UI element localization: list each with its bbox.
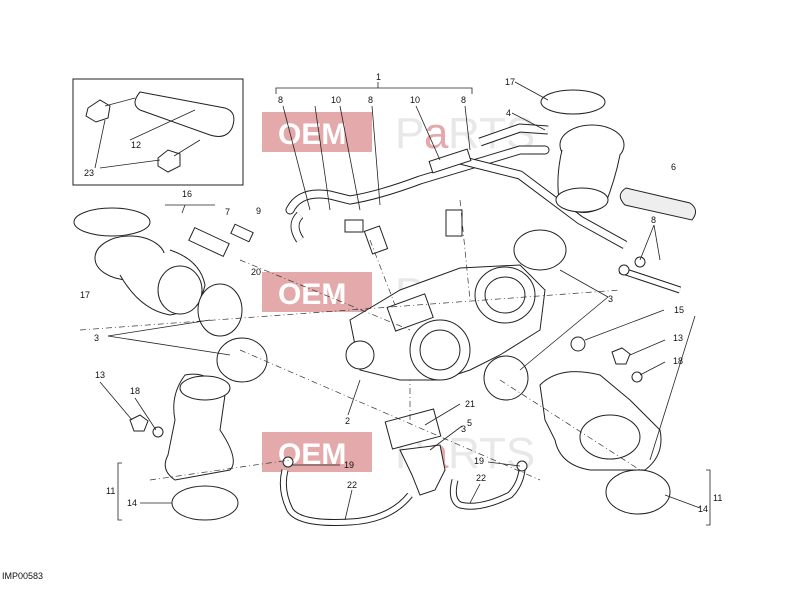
watermark-p: P (395, 109, 424, 158)
callout-10: 10 (331, 95, 341, 105)
watermark-oem: OEM (278, 278, 346, 311)
boot-upper-right (540, 89, 625, 213)
callout-6: 6 (671, 162, 676, 172)
callout-labels: 1 2 3 3 3 4 5 6 7 8 8 8 8 9 10 10 11 11 … (80, 72, 722, 514)
callout-11: 11 (106, 486, 115, 496)
bolt-head-icon (157, 149, 181, 173)
callout-17: 17 (80, 290, 90, 300)
callout-12: 12 (131, 140, 141, 150)
boot-left (73, 207, 254, 316)
callout-5: 5 (467, 418, 472, 428)
callout-8: 8 (651, 215, 656, 225)
callout-8: 8 (461, 95, 466, 105)
watermark-bike: BIKE (377, 448, 387, 470)
callout-16: 16 (182, 189, 192, 199)
throttle-body (345, 264, 546, 381)
callout-18: 18 (673, 356, 683, 366)
callout-13: 13 (95, 370, 105, 380)
callout-14: 14 (698, 504, 708, 514)
hose-clamp-icon (513, 229, 567, 271)
hose-assembly (285, 123, 628, 249)
callout-3: 3 (94, 333, 99, 343)
callout-8: 8 (368, 95, 373, 105)
group-bracket-1 (275, 82, 473, 94)
callout-10: 10 (410, 95, 420, 105)
hose-clamp-icon (483, 355, 529, 401)
callout-4: 4 (506, 108, 511, 118)
callout-18: 18 (130, 386, 140, 396)
callout-3: 3 (461, 424, 466, 434)
hose-tail-right (618, 256, 682, 294)
callout-14: 14 (127, 498, 137, 508)
vacuum-hoses-22 (279, 456, 528, 526)
callout-11: 11 (713, 493, 722, 503)
callout-19: 19 (474, 456, 484, 466)
callout-22: 22 (476, 473, 486, 483)
bolt-icon (611, 347, 631, 365)
watermark-bike: BIKE (377, 288, 387, 310)
callout-22: 22 (347, 480, 357, 490)
callout-3: 3 (608, 294, 613, 304)
inset-box (72, 78, 244, 186)
leader-lines (99, 81, 711, 526)
foam-filter (619, 187, 696, 221)
manifold-right (539, 336, 671, 515)
bolt-head-icon (85, 99, 111, 123)
callout-23: 23 (84, 168, 94, 178)
callout-21: 21 (465, 399, 475, 409)
o-ring-icon (171, 485, 239, 521)
callout-9: 9 (256, 206, 261, 216)
o-ring-icon (605, 469, 671, 515)
callout-2: 2 (345, 416, 350, 426)
hose-clamp-icon (540, 89, 606, 115)
callout-8: 8 (278, 95, 283, 105)
watermark-oem: OEM (278, 118, 346, 151)
callout-19: 19 (344, 460, 354, 470)
watermark-a: a (424, 109, 449, 158)
callout-17: 17 (505, 77, 515, 87)
hose-clamp-icon (197, 283, 243, 337)
manifold-left (129, 373, 239, 521)
callout-15: 15 (674, 305, 684, 315)
watermark-bike: BIKE (377, 128, 387, 150)
clamps-3 (197, 229, 567, 401)
assembly-lines (79, 199, 641, 481)
hose-clamp-icon (216, 337, 268, 383)
diagram-code: IMP00583 (2, 571, 44, 581)
callout-7: 7 (225, 207, 230, 217)
callout-20: 20 (251, 267, 261, 277)
bolt-icon (129, 414, 149, 432)
injectors (344, 148, 472, 255)
callout-13: 13 (673, 333, 683, 343)
callout-1: 1 (376, 72, 381, 82)
bracket-plate (134, 91, 235, 137)
hose-clamp-icon (73, 207, 151, 237)
